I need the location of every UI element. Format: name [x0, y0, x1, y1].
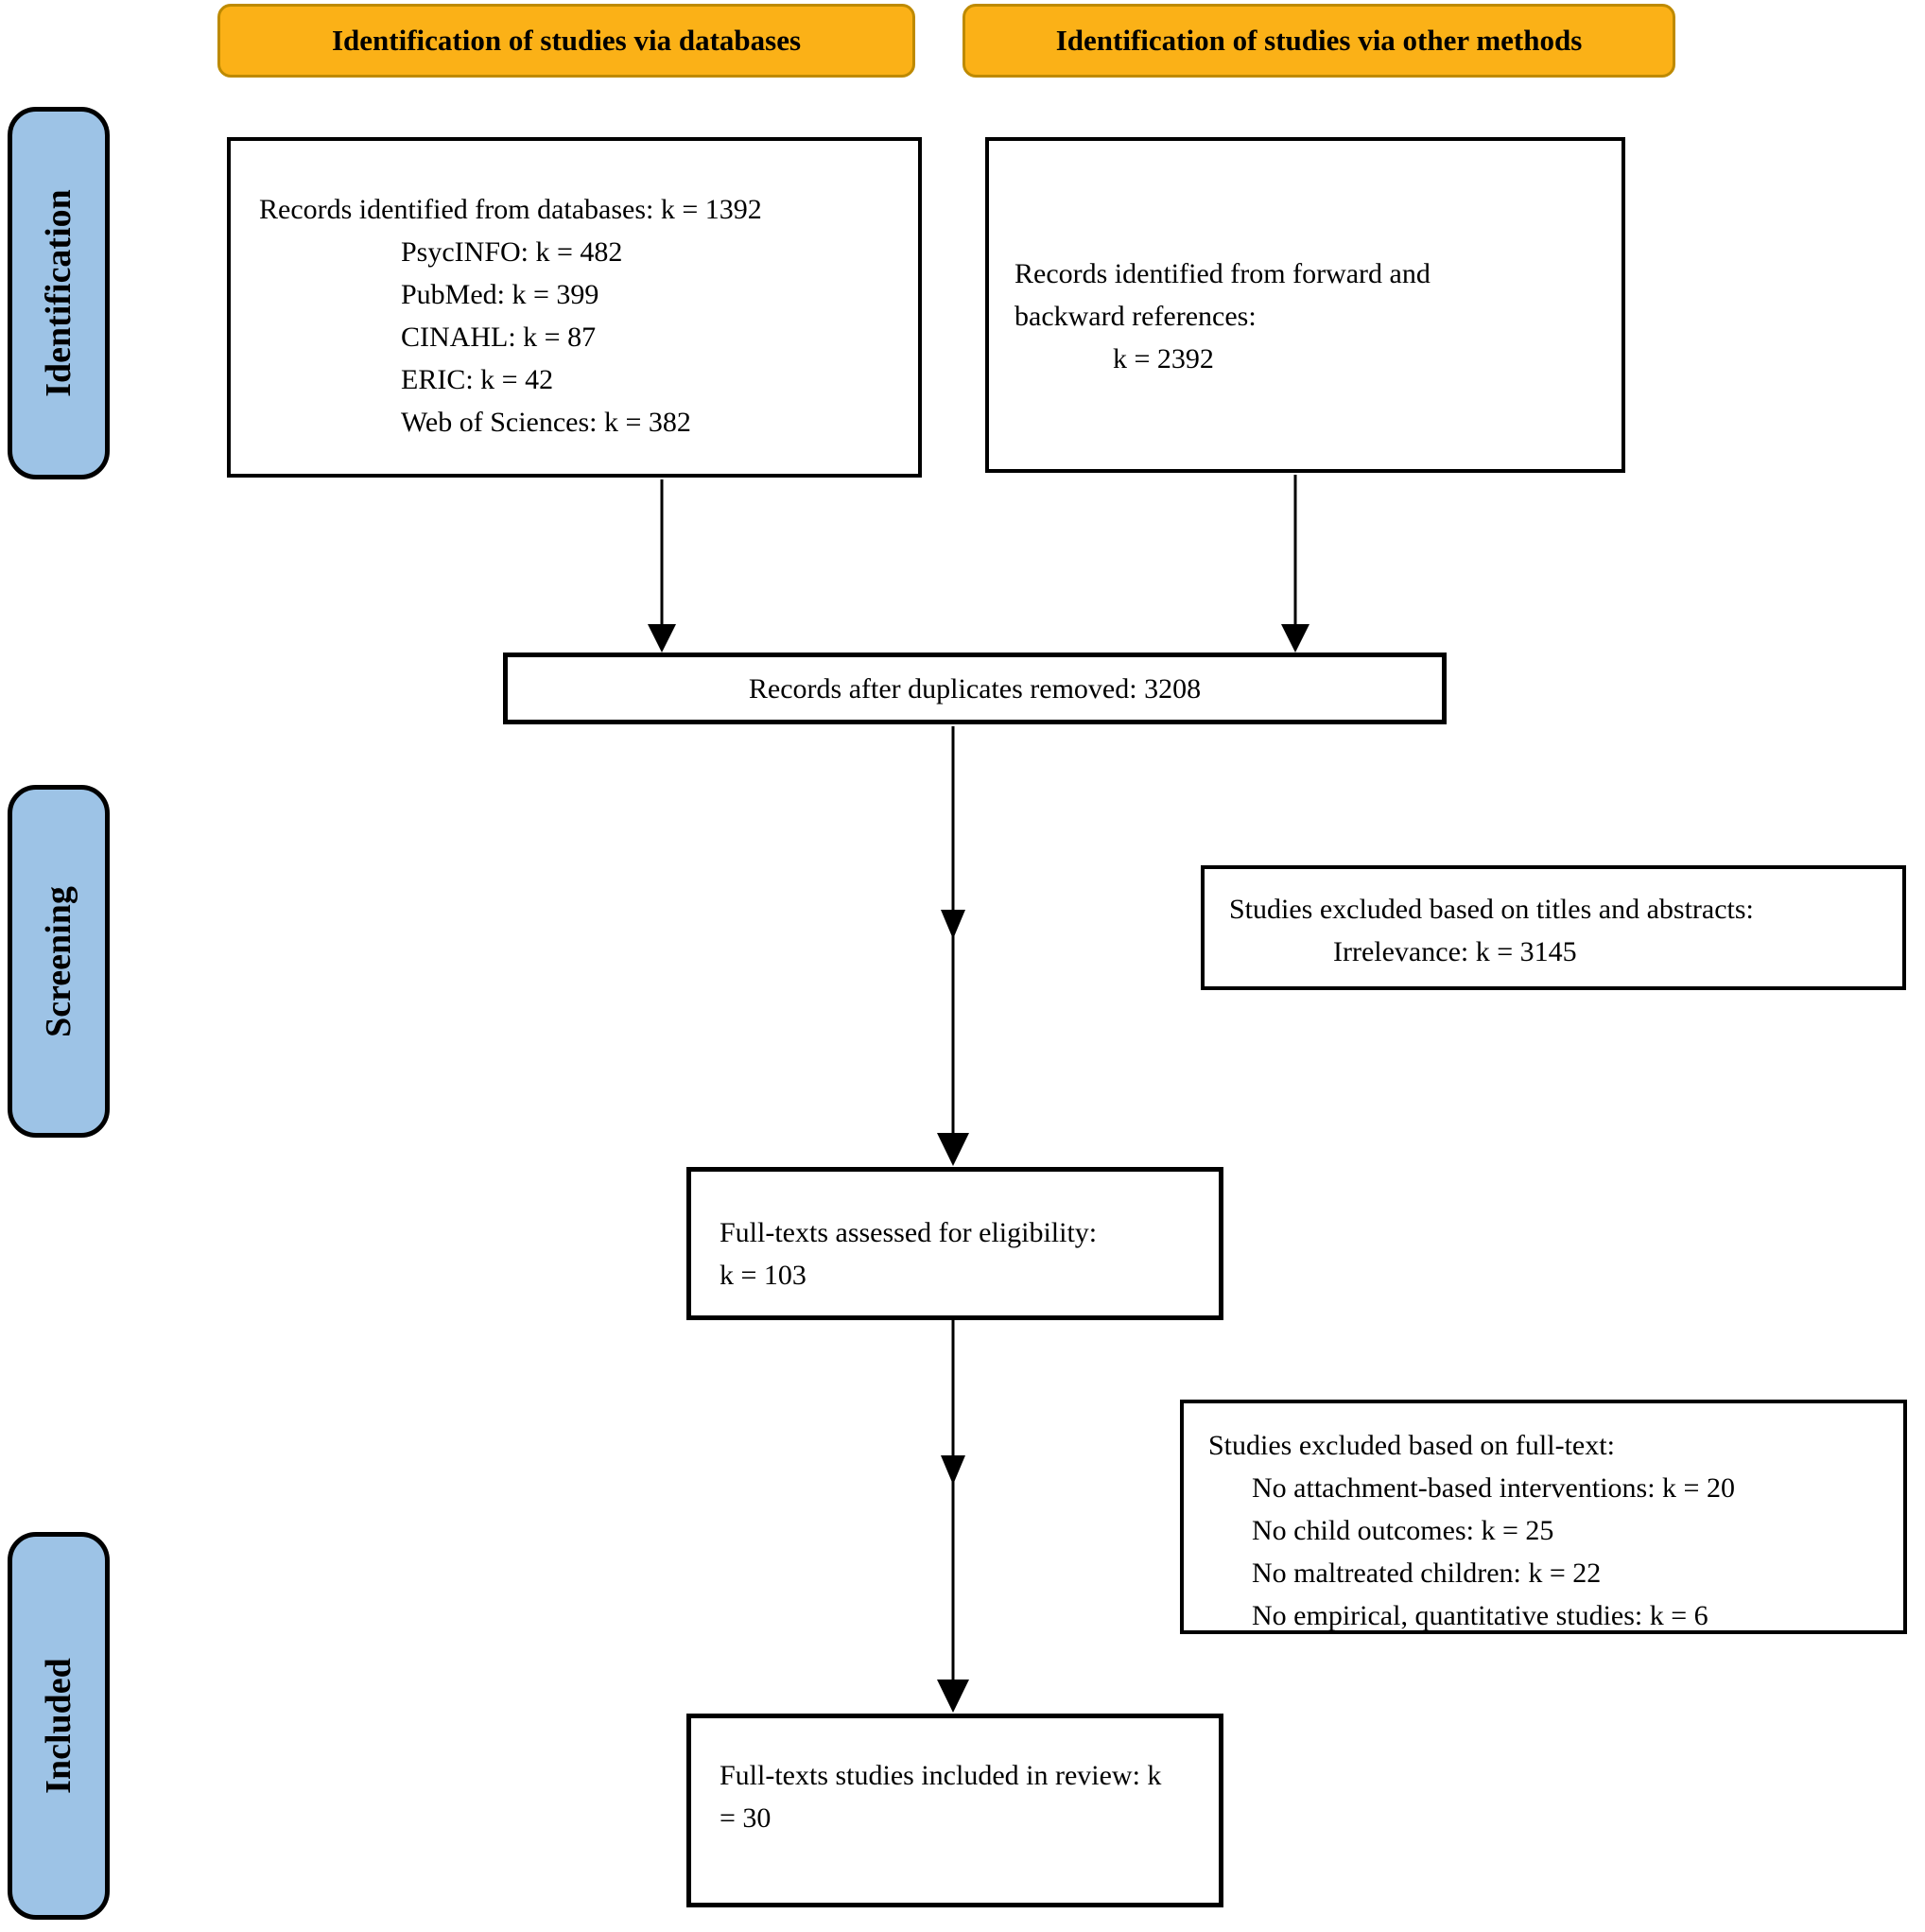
- box-records-after-duplicates: Records after duplicates removed: 3208: [503, 653, 1447, 724]
- box-excluded-fulltext: Studies excluded based on full-text: No …: [1180, 1400, 1907, 1634]
- fulltexts-assessed-title: Full-texts assessed for eligibility:: [720, 1217, 1098, 1248]
- stage-label-included-text: Included: [39, 1658, 78, 1794]
- excluded-fulltext-no-attachment: No attachment-based interventions: k = 2…: [1252, 1472, 1735, 1504]
- excluded-fulltext-no-child-outcomes: No child outcomes: k = 25: [1252, 1515, 1554, 1546]
- excluded-abstracts-irrelevance: Irrelevance: k = 3145: [1333, 936, 1577, 967]
- stage-label-screening: Screening: [8, 785, 110, 1138]
- arrow-fulltexts-to-included-icon: [937, 1320, 969, 1713]
- stage-label-included: Included: [8, 1532, 110, 1920]
- box-excluded-titles-abstracts: Studies excluded based on titles and abs…: [1201, 865, 1906, 990]
- fulltexts-assessed-count: k = 103: [720, 1260, 806, 1291]
- box-fulltexts-assessed: Full-texts assessed for eligibility: k =…: [686, 1167, 1223, 1320]
- excluded-fulltext-title: Studies excluded based on full-text:: [1208, 1430, 1615, 1461]
- records-databases-webofscience: Web of Sciences: k = 382: [401, 407, 691, 438]
- records-databases-cinahl: CINAHL: k = 87: [401, 322, 597, 353]
- header-identification-via-databases: Identification of studies via databases: [217, 4, 915, 78]
- stage-label-screening-text: Screening: [39, 885, 78, 1037]
- records-other-count: k = 2392: [1113, 343, 1214, 374]
- records-databases-pubmed: PubMed: k = 399: [401, 279, 599, 310]
- arrow-duplicates-to-fulltexts-icon: [937, 726, 969, 1166]
- box-records-identified-databases: Records identified from databases: k = 1…: [227, 137, 922, 478]
- stage-label-identification-text: Identification: [39, 189, 78, 397]
- excluded-fulltext-no-maltreated: No maltreated children: k = 22: [1252, 1558, 1602, 1589]
- excluded-fulltext-no-empirical: No empirical, quantitative studies: k = …: [1252, 1600, 1708, 1631]
- box-studies-included: Full-texts studies included in review: k…: [686, 1714, 1223, 1907]
- header-identification-via-other-methods: Identification of studies via other meth…: [962, 4, 1675, 78]
- included-review-text: Full-texts studies included in review: k…: [720, 1760, 1162, 1834]
- records-databases-total: Records identified from databases: k = 1…: [259, 194, 762, 225]
- records-other-description: Records identified from forward and back…: [1015, 258, 1431, 332]
- arrow-databases-to-duplicates-icon: [648, 479, 676, 653]
- arrow-other-to-duplicates-icon: [1281, 475, 1309, 653]
- records-databases-psycinfo: PsycINFO: k = 482: [401, 236, 623, 268]
- stage-label-identification: Identification: [8, 107, 110, 479]
- box-records-identified-other: Records identified from forward and back…: [985, 137, 1625, 473]
- excluded-abstracts-title: Studies excluded based on titles and abs…: [1229, 894, 1754, 925]
- duplicates-removed-text: Records after duplicates removed: 3208: [748, 672, 1202, 705]
- records-databases-eric: ERIC: k = 42: [401, 364, 554, 395]
